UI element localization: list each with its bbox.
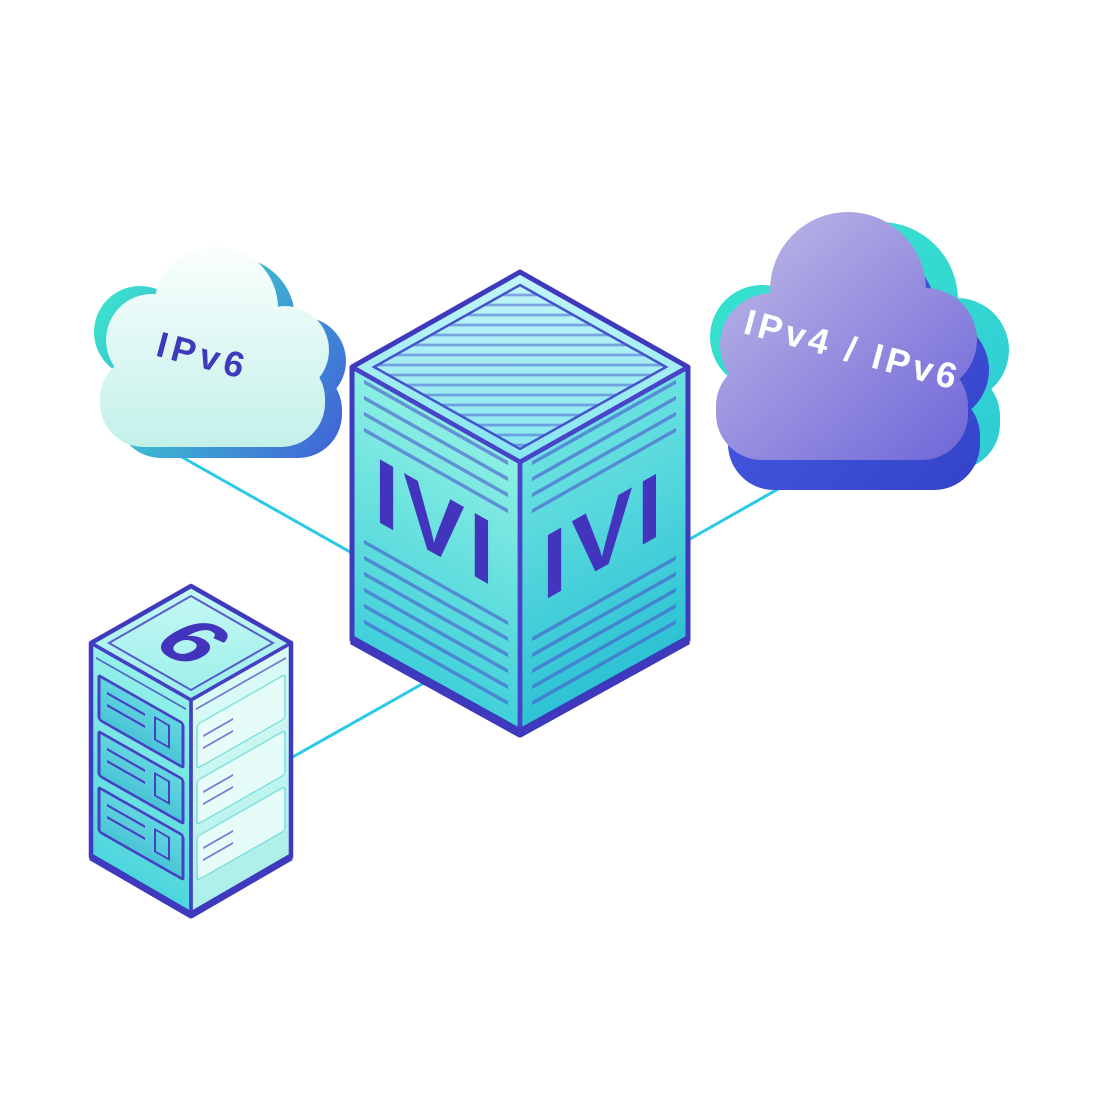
left-face-top-stripes <box>364 377 508 518</box>
server-left-face <box>91 643 191 915</box>
right-cloud: IPv4 / IPv6 <box>710 212 1009 490</box>
server-bay-side-panels <box>196 674 286 881</box>
server-silhouette <box>88 583 294 918</box>
ipv6-server: 6 <box>88 583 294 919</box>
server-top-inner-border <box>106 594 276 692</box>
right-face-top-stripes <box>532 375 676 514</box>
server-right-face <box>191 643 291 915</box>
translator-top-inner-panel <box>371 283 669 451</box>
server-drive-bays <box>97 674 185 881</box>
ivi-translator-box: IVI IVI <box>349 269 691 738</box>
translator-right-face: IVI <box>520 367 688 735</box>
left-cloud-front <box>100 246 329 447</box>
translator-left-face: IVI <box>352 367 520 735</box>
left-face-bottom-stripes <box>364 539 508 718</box>
left-cloud: IPv6 <box>94 246 346 458</box>
right-cloud-front <box>716 212 977 460</box>
translator-silhouette <box>349 269 691 736</box>
right-face-bottom-stripes <box>532 545 676 712</box>
